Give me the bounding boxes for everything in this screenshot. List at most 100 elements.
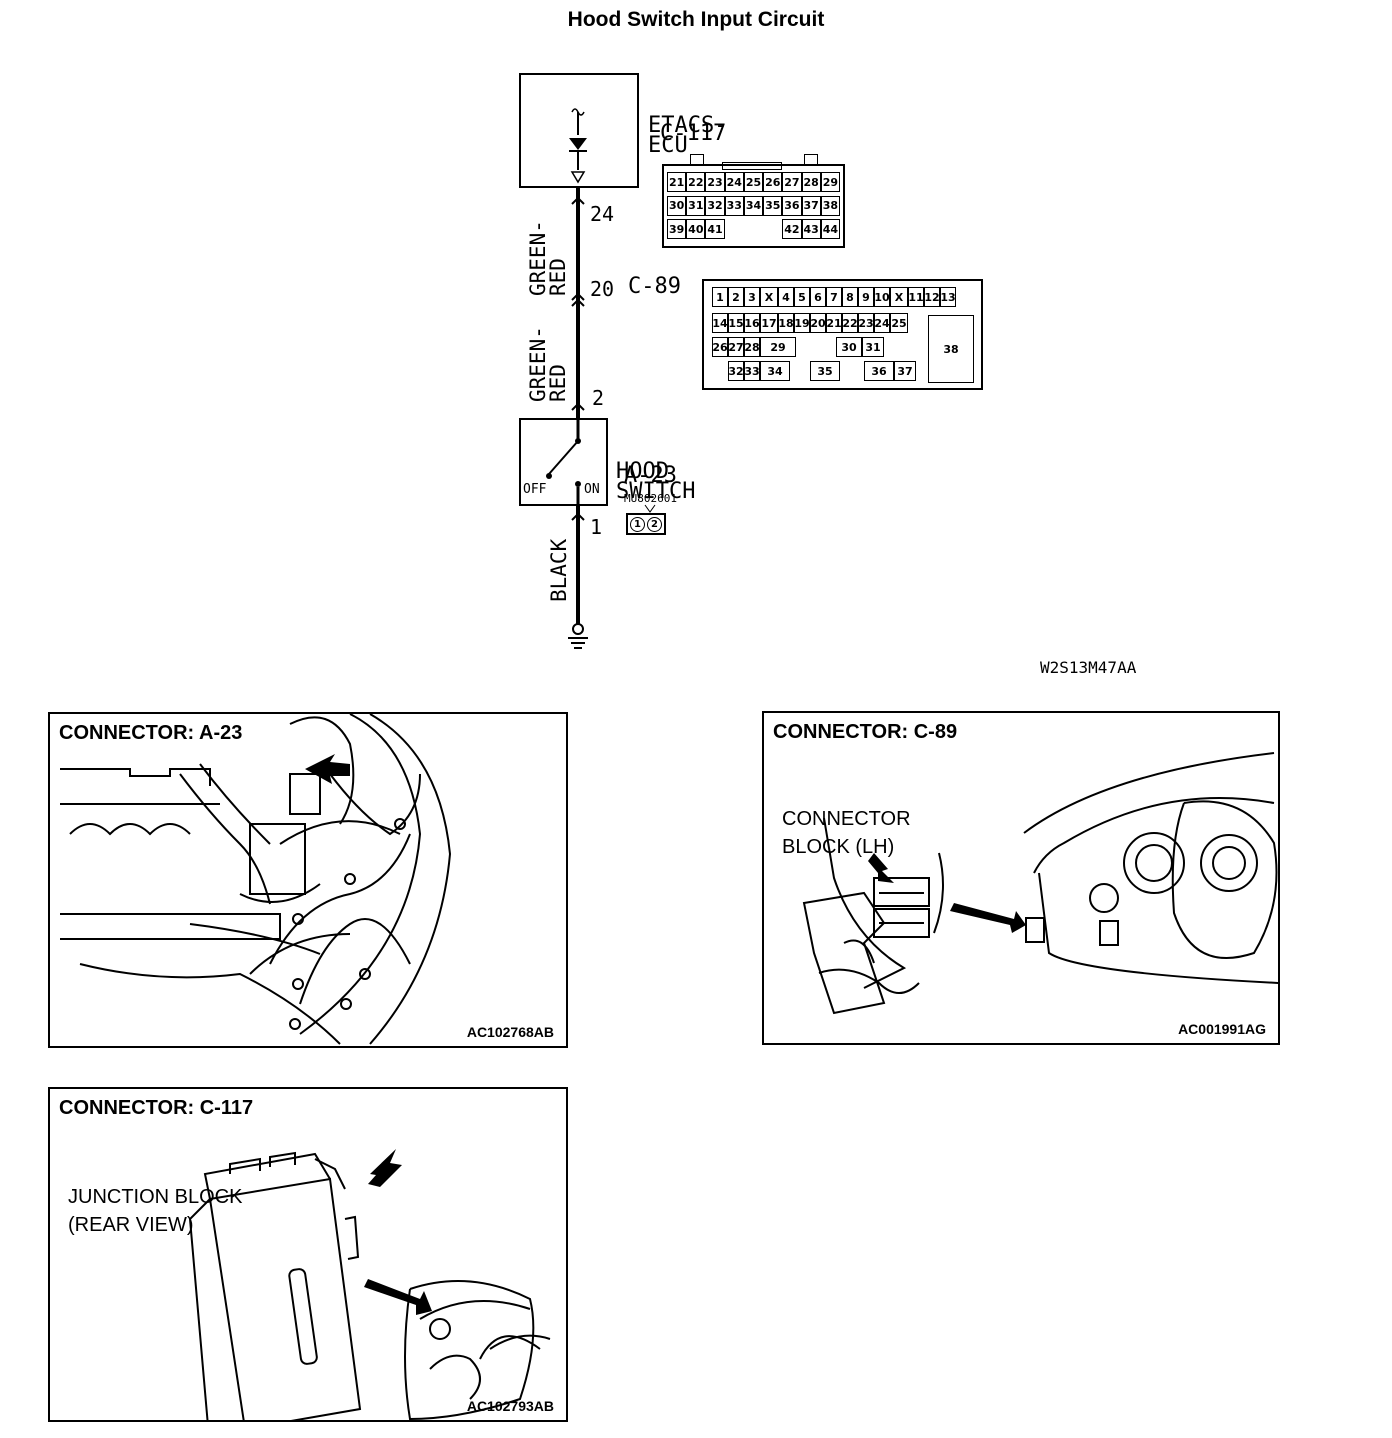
c89-pin: 26 (712, 337, 728, 357)
c117-pin: 31 (686, 195, 706, 216)
switch-contact (548, 440, 579, 475)
page-title: Hood Switch Input Circuit (567, 8, 825, 31)
c117-pin: 37 (801, 195, 821, 216)
ground-icon (572, 623, 584, 635)
hood-switch-pin-top: 2 (592, 386, 605, 410)
drawing-code: W2S13M47AA (1040, 658, 1137, 677)
panel-c117-subtitle: JUNCTION BLOCK(REAR VIEW) (68, 1186, 243, 1236)
c117-pin: 42 (782, 219, 802, 240)
c89-pin: 4 (778, 287, 794, 307)
c117-pin: 36 (782, 195, 802, 216)
panel-a23-title: CONNECTOR: A-23 (59, 722, 243, 744)
pointer-arrow-icon (305, 754, 350, 784)
c117-pin: 35 (763, 195, 783, 216)
ecu-pin-label: 24 (590, 202, 615, 226)
panel-c117-title: CONNECTOR: C-117 (59, 1097, 254, 1119)
c89-pin: 19 (794, 313, 810, 333)
dashboard-illustration (802, 752, 1278, 1015)
c89-pin: 22 (842, 313, 858, 333)
c89-pin: 14 (712, 313, 728, 333)
c89-pin: 15 (728, 313, 744, 333)
c117-pin (725, 219, 744, 239)
c89-pin: 12 (924, 287, 940, 307)
c89-pin: 21 (826, 313, 842, 333)
c89-pin: 16 (744, 313, 760, 333)
c89-pin: 34 (760, 361, 790, 381)
c89-pin: 13 (940, 287, 956, 307)
c89-pin: 30 (836, 337, 862, 357)
c89-pin: 18 (778, 313, 794, 333)
wire-color-lower: GREEN-RED (526, 326, 570, 402)
c89-pin: 17 (760, 313, 778, 333)
c117-pin: 41 (705, 219, 725, 240)
junction-connector-label: C-89 (628, 274, 681, 299)
hood-switch-connector-label: A-23 (624, 463, 677, 488)
junction-pin-label: 20 (590, 277, 615, 301)
c89-pin: 29 (760, 337, 796, 357)
c89-pin: 24 (874, 313, 890, 333)
c89-big-pin: 38 (928, 315, 974, 383)
hood-switch-pin-bottom: 1 (590, 515, 603, 539)
c89-pin: 31 (862, 337, 884, 357)
ecu-name: ETACS-ECU (648, 113, 728, 158)
c117-pin: 22 (686, 172, 706, 192)
c89-pin: 32 (728, 361, 744, 381)
c89-pin: 37 (894, 361, 916, 381)
c117-pin: 33 (724, 195, 744, 216)
panel-a23-code: AC102768AB (466, 1024, 554, 1040)
c117-pin: 21 (667, 172, 687, 192)
c89-pin: 25 (890, 313, 908, 333)
c89-pin: 6 (810, 287, 826, 307)
c117-pin: 34 (743, 195, 764, 216)
c89-pin: 1 (712, 287, 728, 307)
wire-color-upper: GREEN-RED (526, 220, 570, 296)
wire-color-ground: BLACK (547, 538, 571, 602)
pointer-arrow-icon (368, 1149, 402, 1187)
c89-pin: 10 (874, 287, 890, 307)
pointer-arrow-icon (950, 903, 1026, 933)
c89-pin: 5 (794, 287, 810, 307)
panel-c89-title: CONNECTOR: C-89 (773, 721, 958, 743)
ecu-connector-label: C-117 (660, 121, 727, 146)
c117-pin: 39 (667, 219, 687, 240)
connector-a23-face: 1 2 (626, 513, 666, 535)
c89-pin: 28 (744, 337, 760, 357)
c89-pin: 7 (826, 287, 842, 307)
c117-pin: 23 (705, 172, 725, 192)
hood-switch-box (519, 418, 608, 506)
c89-pin: 35 (810, 361, 840, 381)
c117-pin: 30 (667, 195, 687, 216)
c117-pin: 43 (801, 219, 821, 240)
circuit-schematic (519, 73, 656, 649)
c89-pin: 23 (858, 313, 874, 333)
panel-c89-code: AC001991AG (1178, 1021, 1266, 1037)
c117-pin: 32 (705, 195, 725, 216)
c117-pin: 27 (782, 172, 802, 192)
c117-pin: 40 (686, 219, 706, 240)
panel-connector-a23: CONNECTOR: A-23 AC102768AB (48, 712, 568, 1048)
c89-pin: 8 (842, 287, 858, 307)
c117-pin: 38 (820, 195, 840, 216)
c117-pin: 25 (743, 172, 764, 192)
c117-pin (763, 219, 782, 239)
c117-pin: 24 (724, 172, 744, 192)
panel-c117-code: AC102793AB (466, 1398, 554, 1414)
c89-pin: X (890, 287, 908, 307)
c89-pin: 36 (864, 361, 894, 381)
c89-pin: X (760, 287, 778, 307)
c117-pin (744, 219, 763, 239)
switch-off-label: OFF (523, 482, 547, 497)
c89-pin: 9 (858, 287, 874, 307)
panel-connector-c117: CONNECTOR: C-117 JUNCTION BLOCK(REAR VIE… (48, 1087, 568, 1422)
c117-pin: 26 (763, 172, 783, 192)
c117-pin: 29 (820, 172, 840, 192)
c89-pin: 27 (728, 337, 744, 357)
pointer-arrow-icon (868, 853, 894, 883)
junction-block-illustration (188, 1149, 551, 1420)
c89-pin: 33 (744, 361, 760, 381)
